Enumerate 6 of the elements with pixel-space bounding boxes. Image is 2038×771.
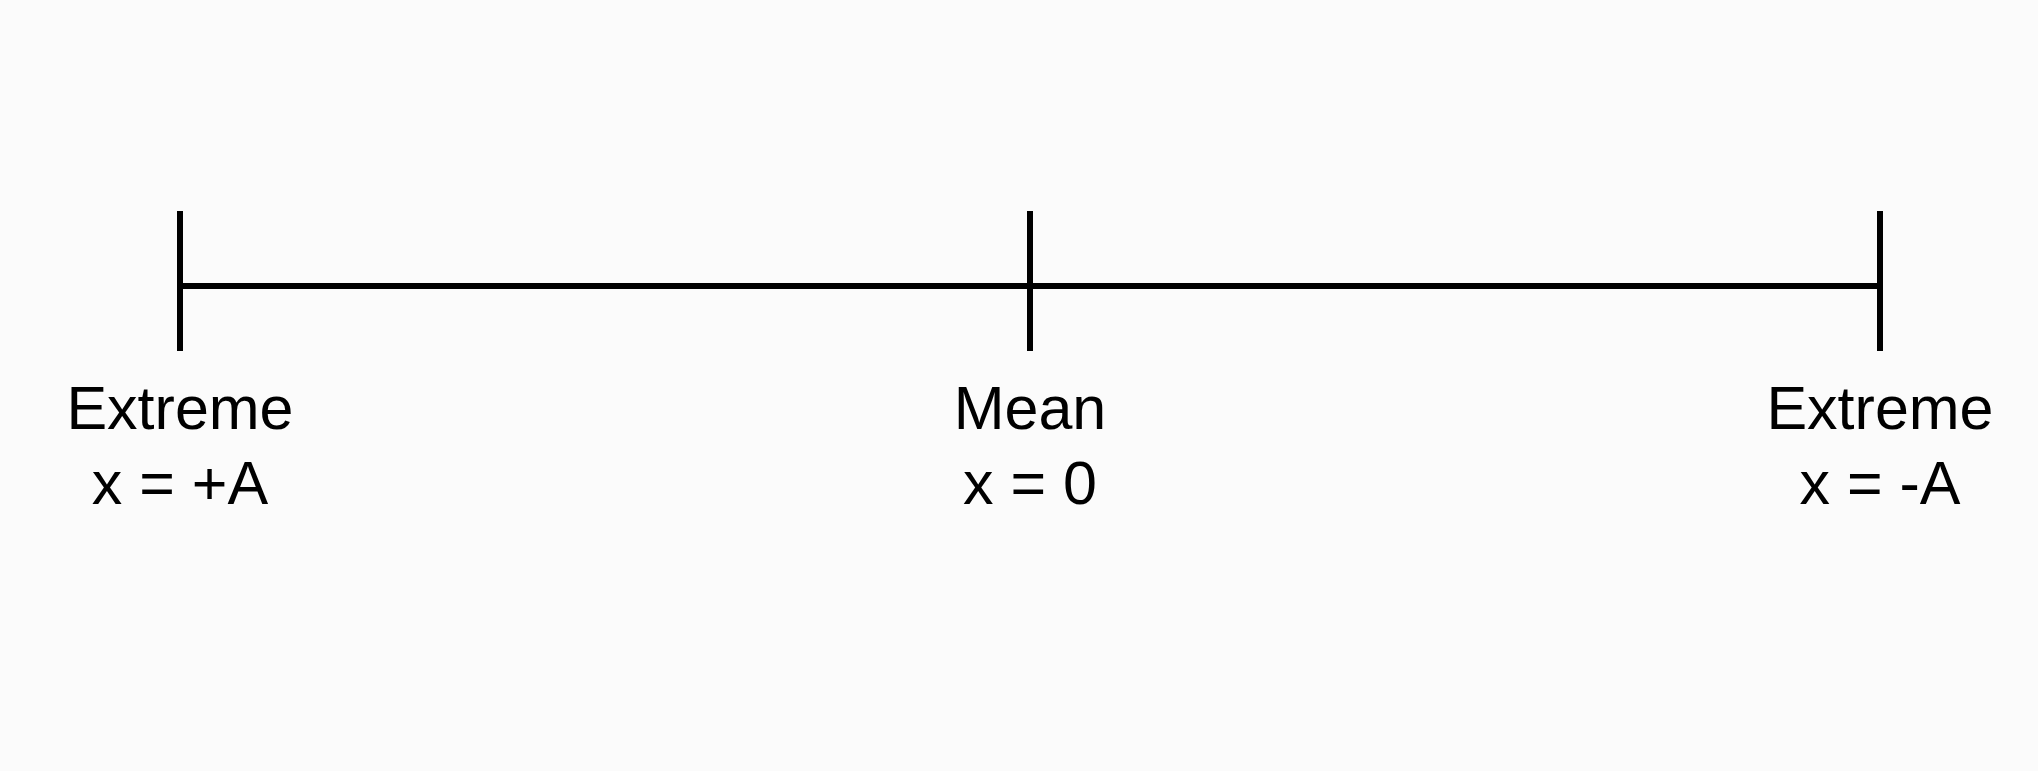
position-label: x = -A	[1799, 448, 1961, 519]
position-label: x = +A	[91, 448, 269, 519]
point-label: Extreme	[66, 373, 294, 444]
position-label: x = 0	[963, 448, 1097, 519]
point-label: Extreme	[1766, 373, 1994, 444]
point-label: Mean	[953, 373, 1107, 444]
